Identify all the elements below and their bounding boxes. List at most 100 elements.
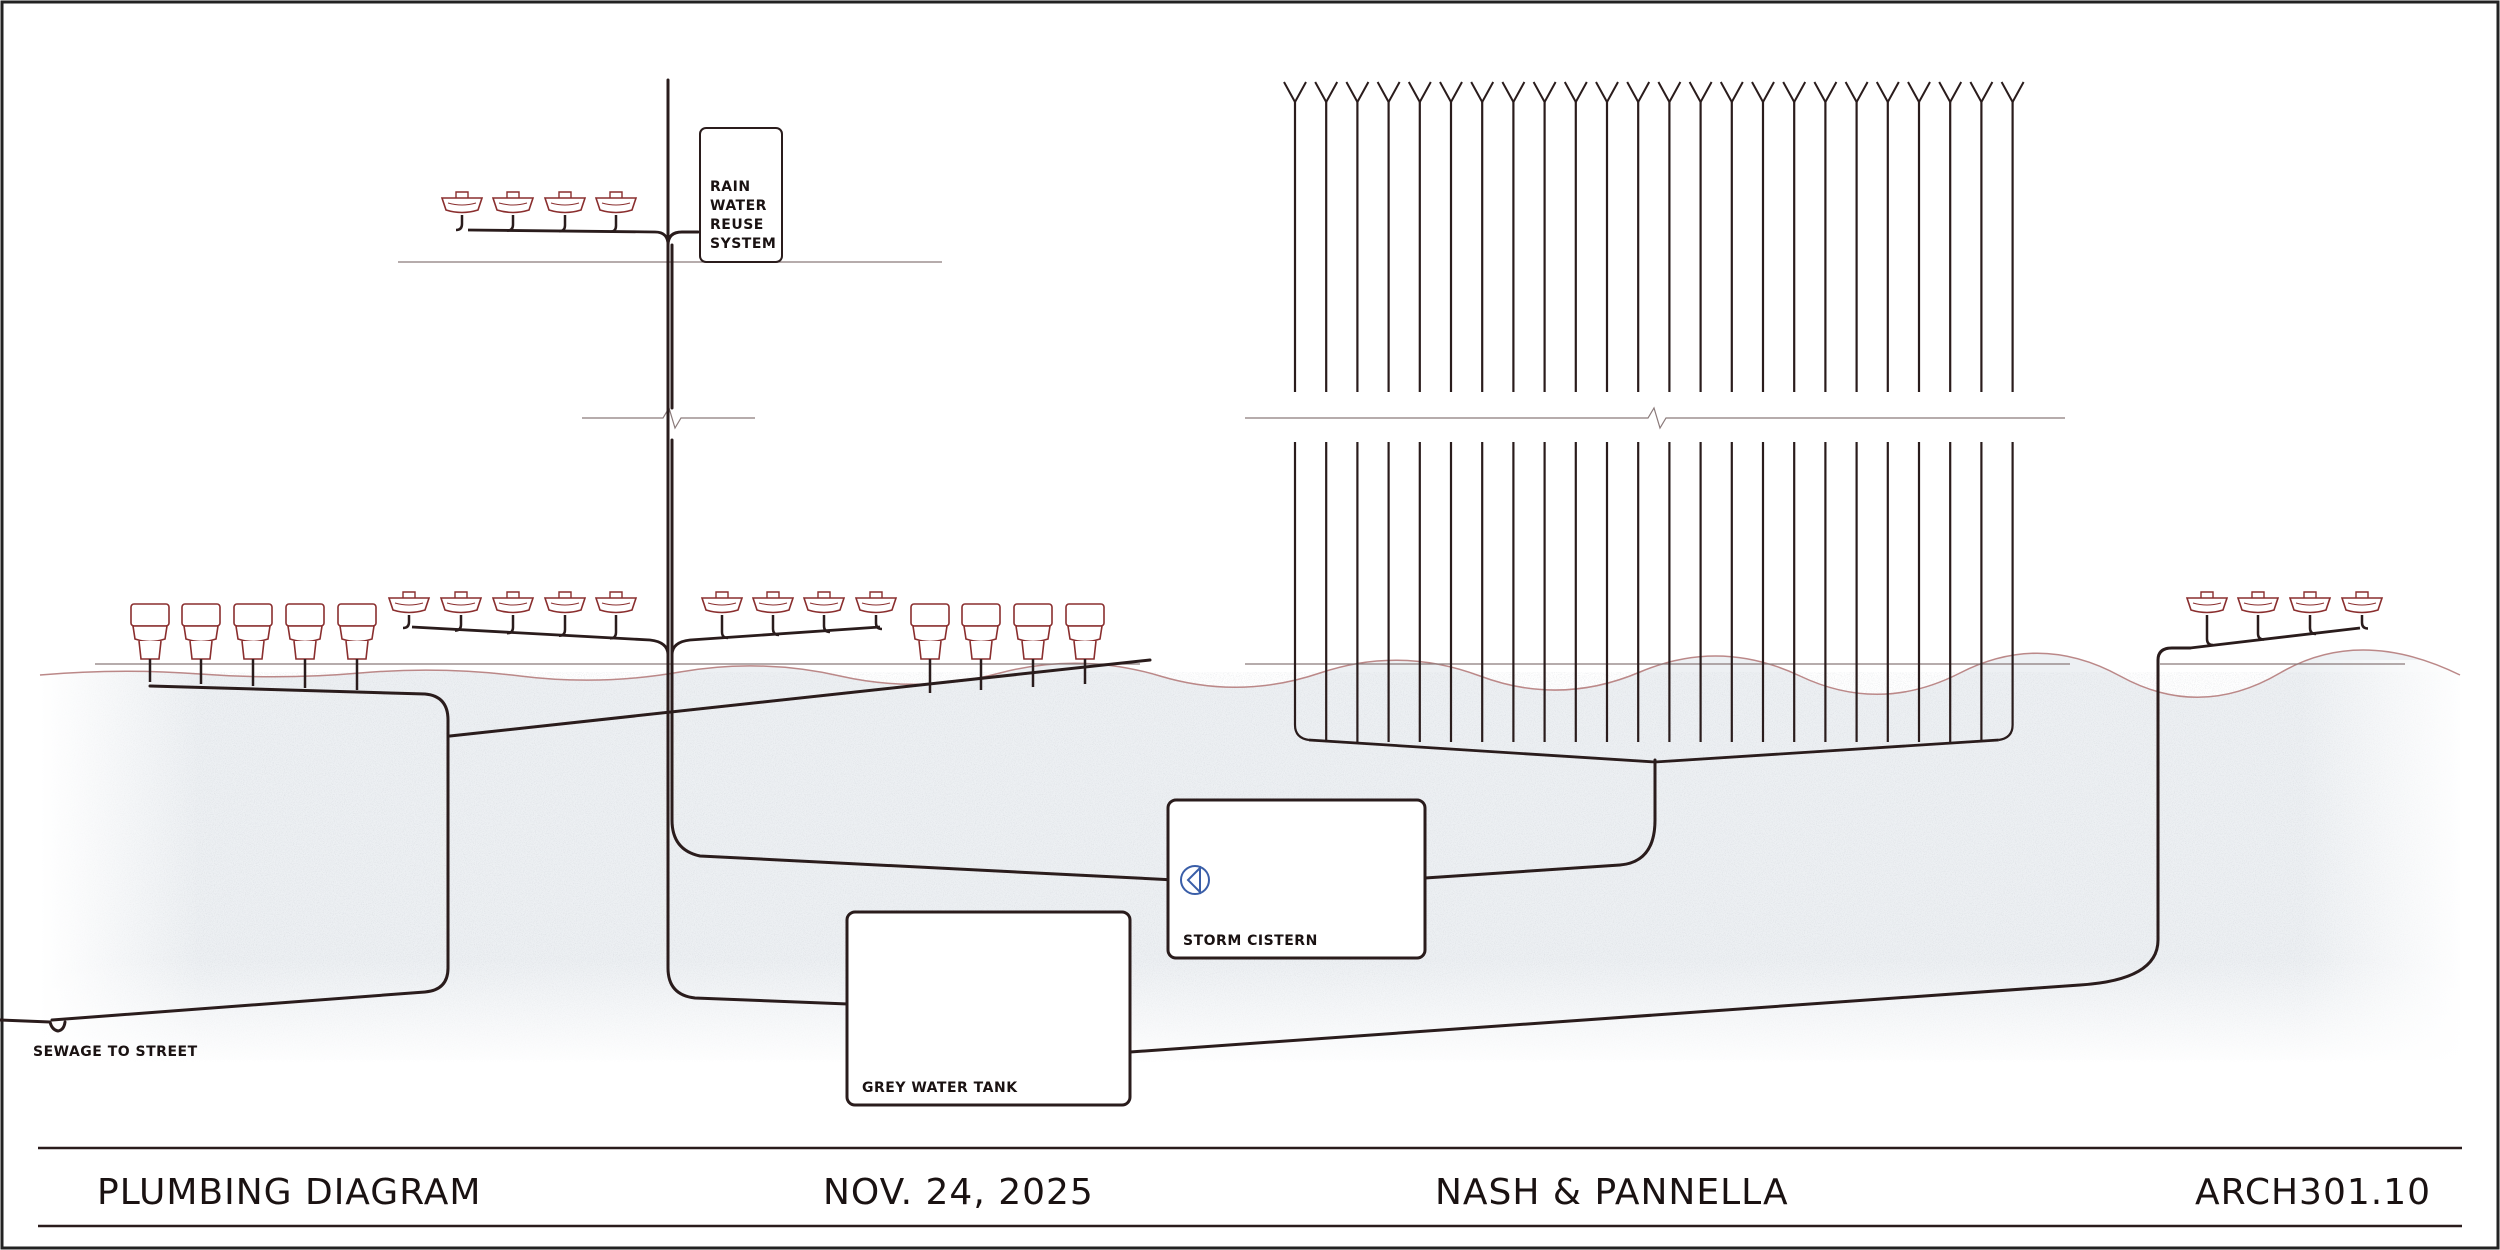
toilet-bowl — [132, 625, 168, 643]
sink-faucet — [609, 191, 623, 198]
toilet-bowl — [1067, 625, 1103, 643]
sink-fixture — [594, 191, 638, 214]
sink-drain-pipe — [771, 615, 780, 637]
sink-fixture — [854, 591, 898, 614]
rain-label-line-2: WATER — [710, 198, 767, 214]
sink-bowl-line — [550, 202, 580, 206]
toilet-tank — [910, 603, 950, 627]
sink-fixture — [543, 191, 587, 214]
branch-drain-pipe — [2189, 626, 2361, 650]
roof-drain-icon — [1938, 81, 1963, 105]
roof-drain-icon — [1470, 81, 1495, 105]
sink-faucet — [455, 191, 469, 198]
toilet-bowl — [1015, 625, 1051, 643]
sink-drain-pipe — [2256, 615, 2265, 641]
roof-drain-icon — [1751, 81, 1775, 105]
roof-drain-icon — [1688, 81, 1713, 105]
sink-drain-pipe — [506, 615, 515, 635]
toilet-base — [345, 640, 369, 660]
floor-lines — [95, 261, 2405, 665]
sink-faucet — [715, 591, 729, 598]
sink-bowl-line — [394, 602, 424, 606]
toilet-fixture — [130, 603, 170, 660]
sink-fixture — [700, 591, 744, 614]
upper-sink-group — [440, 191, 670, 246]
sink-fixture — [802, 591, 846, 614]
break-lines — [582, 406, 2065, 430]
roof-drain-icon — [1907, 81, 1931, 105]
toilet-tank — [285, 603, 325, 627]
toilet-fixture — [1013, 603, 1053, 660]
roof-drain-icon — [1657, 81, 1682, 105]
sink-drain-pipe — [455, 215, 464, 232]
toilet-base — [969, 640, 993, 660]
left-toilet-group — [130, 603, 377, 690]
toilet-fixture — [961, 603, 1001, 660]
toilet-tank — [130, 603, 170, 627]
sink-drain-pipe — [402, 615, 411, 630]
sink-faucet — [2251, 591, 2265, 598]
roof-drain-icon — [1532, 81, 1557, 105]
roof-drain-icon — [1501, 81, 1526, 105]
toilet-base — [189, 640, 213, 660]
roof-drain-group — [1283, 81, 2025, 764]
sink-bowl-line — [2243, 602, 2273, 606]
toilet-base — [241, 640, 265, 660]
title-block: PLUMBING DIAGRAM NOV. 24, 2025 NASH & PA… — [38, 1146, 2462, 1228]
toilet-fixture — [337, 603, 377, 660]
sink-faucet — [609, 591, 623, 598]
sink-drain-pipe — [2308, 615, 2317, 636]
ground-line — [39, 649, 2461, 698]
sink-faucet — [817, 591, 831, 598]
roof-drain-icon — [1407, 81, 1432, 105]
toilet-base — [138, 640, 162, 660]
sink-bowl-line — [601, 602, 631, 606]
roof-drain-icon — [1439, 81, 1463, 105]
sink-bowl-line — [447, 202, 477, 206]
toilet-fixture — [181, 603, 221, 660]
sink-bowl-line — [2192, 602, 2222, 606]
toilet-base — [293, 640, 317, 660]
sink-fixture — [491, 191, 535, 214]
toilet-fixture — [285, 603, 325, 660]
sink-faucet — [766, 591, 780, 598]
storm-leader-lower — [1998, 442, 2014, 742]
toilet-bowl — [912, 625, 948, 643]
sink-faucet — [558, 591, 572, 598]
pump-arrow-icon — [1186, 865, 1201, 895]
sink-faucet — [558, 191, 572, 198]
drawing-authors: NASH & PANNELLA — [1435, 1172, 1789, 1213]
sink-fixture — [440, 191, 484, 214]
toilet-base — [918, 640, 942, 660]
sink-bowl-line — [498, 202, 528, 206]
rain-label-line-1: RAIN — [710, 179, 751, 195]
roof-drain-icon — [2000, 81, 2025, 105]
sink-fixture — [2288, 591, 2332, 614]
grey-water-tank-label: GREY WATER TANK — [862, 1080, 1018, 1096]
roof-drain-icon — [1969, 81, 1994, 105]
toilet-tank — [1013, 603, 1053, 627]
sink-bowl-line — [2347, 602, 2377, 606]
sink-drain-pipe — [822, 615, 831, 634]
drawing-course: ARCH301.10 — [2195, 1172, 2431, 1213]
toilet-tank — [337, 603, 377, 627]
sink-bowl-line — [809, 602, 839, 606]
sink-faucet — [402, 591, 416, 598]
drawing-title: PLUMBING DIAGRAM — [97, 1172, 481, 1213]
roof-drain-icon — [1314, 81, 1339, 105]
roof-drain-icon — [1875, 81, 1900, 105]
roof-drain-icon — [1283, 81, 1307, 105]
sink-drain-pipe — [609, 215, 618, 234]
right-sink-group — [2185, 591, 2384, 650]
sink-bowl-line — [446, 602, 476, 606]
branch-drain-pipe — [670, 625, 881, 656]
roof-drain-icon — [1563, 81, 1588, 105]
toilet-tank — [1065, 603, 1105, 627]
roof-drain-icon — [1844, 81, 1869, 105]
sink-faucet — [2200, 591, 2214, 598]
sink-bowl-line — [601, 202, 631, 206]
grey-water-tank: GREY WATER TANK — [845, 910, 1132, 1107]
lower-left-sink-group — [387, 591, 670, 656]
branch-drain-pipe — [411, 625, 670, 656]
